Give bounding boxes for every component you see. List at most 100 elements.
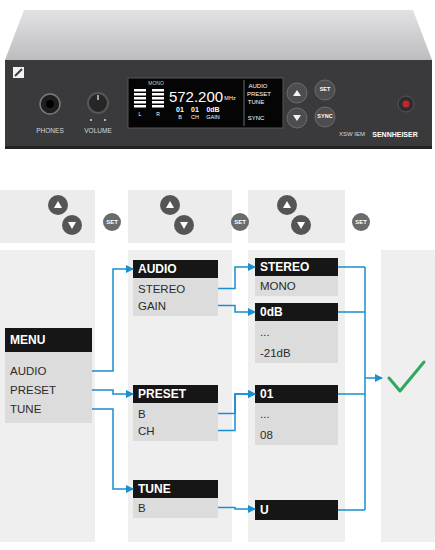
device-label: VOLUME <box>84 128 111 135</box>
highlight-bar: MENU <box>5 328 92 352</box>
scale-dot <box>90 119 92 121</box>
device-label: 01 <box>191 106 199 113</box>
menu-box: 0dB...-21dB <box>255 303 338 363</box>
power-button <box>398 96 414 112</box>
menu-box: AUDIO STEREO GAIN <box>133 260 218 316</box>
display-screen <box>128 78 283 128</box>
brand-logo <box>13 67 24 78</box>
device-label: AUDIO <box>248 83 267 89</box>
menu-connector <box>92 269 133 371</box>
menu-item: B <box>133 499 218 516</box>
set-button <box>315 80 335 100</box>
menu-box: TUNE B <box>133 480 218 518</box>
option-text: MONO <box>255 276 338 296</box>
highlight-bar: U <box>255 500 338 520</box>
menu-item: PRESET <box>5 381 92 399</box>
menu-item: B <box>133 405 218 422</box>
menu-connector <box>92 409 133 489</box>
confirm-arrow <box>365 377 382 379</box>
check-mark <box>389 362 424 391</box>
device-label: R <box>156 112 160 117</box>
highlight-bar: TUNE <box>133 480 218 498</box>
item-text: CH <box>138 425 155 437</box>
menu-item: AUDIO <box>5 362 92 380</box>
down-arrow-symbol <box>293 115 301 121</box>
sync-button <box>315 107 335 127</box>
highlight-bar: 0dB <box>255 303 338 321</box>
item-text: B <box>138 502 146 514</box>
level-meter <box>134 89 164 108</box>
menu-connector <box>92 390 133 394</box>
item-text: TUNE <box>10 403 41 415</box>
device-label: L <box>139 112 142 117</box>
device-label: 01 <box>176 106 184 113</box>
button-label: SET <box>234 219 246 225</box>
device-label: GAIN <box>206 115 219 121</box>
column-band <box>248 250 345 542</box>
option-text: -21dB <box>255 342 338 363</box>
column-band <box>128 250 232 542</box>
menu-item: STEREO <box>133 280 218 297</box>
merge-line <box>338 267 365 510</box>
device-top <box>5 10 432 60</box>
item-text: B <box>138 408 146 420</box>
up-down-icon <box>160 195 194 235</box>
column-header <box>128 190 232 243</box>
device-label: TUNE <box>248 99 264 105</box>
set-icon <box>103 213 121 231</box>
device-label: SENNHEISER <box>372 131 418 138</box>
device-label: SET <box>320 87 331 93</box>
column-header <box>248 190 345 243</box>
device-label: 572.200 <box>169 89 223 104</box>
device-label: B <box>178 115 182 121</box>
menu-connector <box>218 508 255 510</box>
menu-connector <box>218 306 255 313</box>
set-icon <box>231 213 249 231</box>
menu-box: 01...08 <box>255 385 338 445</box>
menu-box: PRESET B CH <box>133 385 218 441</box>
down-button <box>287 108 307 128</box>
menu-connector <box>218 267 255 289</box>
menu-item: TUNE <box>5 400 92 418</box>
option-text: 08 <box>255 424 338 445</box>
device-label: 0dB <box>206 106 219 113</box>
item-text: AUDIO <box>10 365 46 377</box>
device-label: MHz <box>224 96 235 102</box>
device-base <box>5 146 432 149</box>
up-button <box>287 83 307 103</box>
headphone-jack-hole <box>46 100 54 108</box>
device-label: PRESET <box>247 91 271 97</box>
device-front <box>5 60 432 148</box>
display-divider <box>244 80 245 126</box>
headphone-jack <box>40 94 60 114</box>
highlight-bar: 01 <box>255 385 338 403</box>
option-text: ... <box>255 321 338 342</box>
device-label: SYNC <box>317 114 332 120</box>
menu-box: U <box>255 500 338 520</box>
up-arrow-symbol <box>293 90 301 96</box>
set-icon <box>352 213 370 231</box>
highlight-bar: STEREO <box>255 258 338 276</box>
volume-knob <box>88 93 108 113</box>
brand-logo-mark <box>15 69 22 76</box>
column-band <box>381 250 435 542</box>
button-label: SET <box>355 219 367 225</box>
highlight-bar: PRESET <box>133 385 218 403</box>
menu-connector <box>218 394 255 414</box>
item-text: GAIN <box>138 300 166 312</box>
column-header <box>0 190 95 243</box>
device-label: XSW IEM <box>339 131 365 137</box>
highlight-bar: AUDIO <box>133 260 218 278</box>
item-text: PRESET <box>10 384 56 396</box>
device-label: MONO <box>148 81 164 86</box>
up-down-icon <box>48 195 82 235</box>
scale-dot <box>104 119 106 121</box>
knob-indicator <box>97 95 99 100</box>
menu-box: STEREOMONO <box>255 258 338 296</box>
power-led <box>403 101 410 108</box>
menu-item: GAIN <box>133 297 218 314</box>
option-text: ... <box>255 403 338 424</box>
up-down-icon <box>277 195 311 235</box>
column-band <box>0 250 95 542</box>
